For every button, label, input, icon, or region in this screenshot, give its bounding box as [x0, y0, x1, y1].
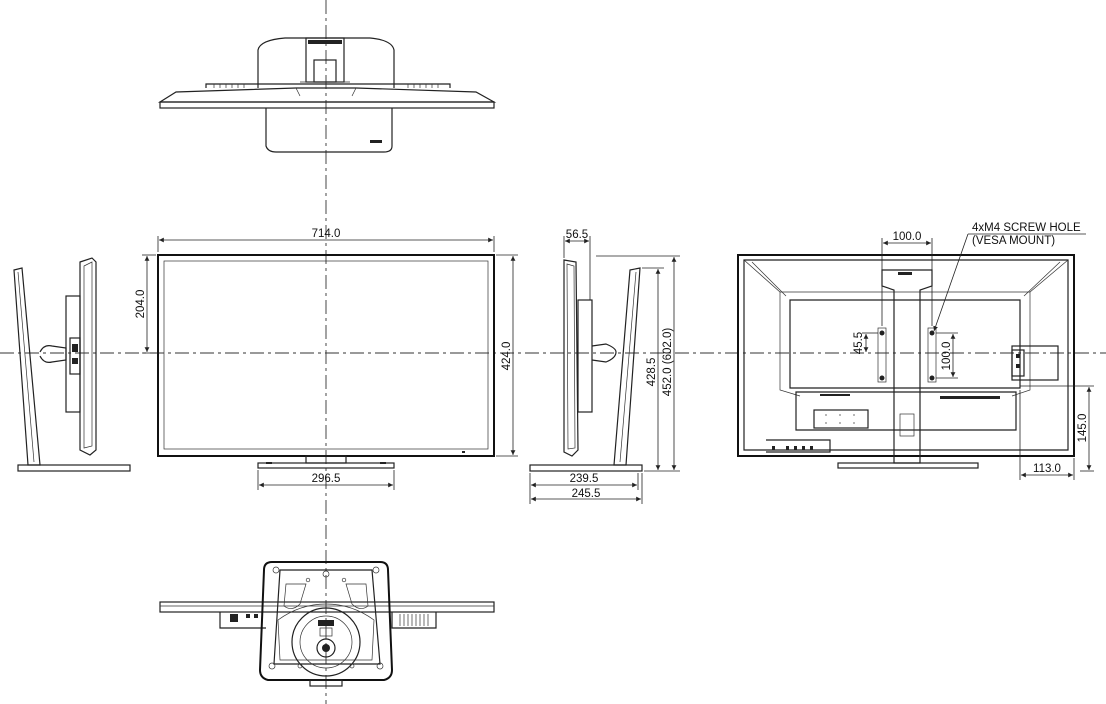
bottom-vent-slots [399, 614, 429, 626]
rear-view: 100.0 4xM4 SCREW HOLE (VESA MOUNT) 45.5 … [737, 222, 1094, 480]
front-view: 714.0 204.0 424.0 296.5 [135, 228, 518, 490]
dim-side-base-outer: 245.5 [572, 488, 601, 500]
dim-side-base-inner: 239.5 [570, 473, 599, 485]
turntable-outer [291, 607, 361, 677]
dim-side-depth-top: 56.5 [566, 229, 588, 241]
dim-vesa-offset: 45.5 [853, 332, 865, 354]
vesa-mount-note: (VESA MOUNT) [972, 235, 1055, 247]
dim-vesa-vertical: 100.0 [941, 342, 953, 371]
dim-top-to-center: 204.0 [135, 290, 147, 319]
vesa-hole-tr [929, 330, 935, 336]
right-side-view: 56.5 428.5 452.0 (602.0) 239.5 245.5 [529, 229, 680, 504]
vesa-hole-bl [879, 375, 885, 381]
top-view [157, 37, 497, 153]
rear-bottom-ports [772, 446, 813, 450]
vesa-hole-tl [879, 330, 885, 336]
vesa-hole-br [929, 375, 935, 381]
dim-stand-base-width: 296.5 [312, 473, 341, 485]
top-vent-slots [213, 84, 439, 88]
dim-front-width: 714.0 [312, 228, 341, 240]
dim-side-height-min: 428.5 [646, 358, 658, 387]
screw-hole-note: 4xM4 SCREW HOLE [972, 222, 1081, 234]
dim-side-height-range: 452.0 (602.0) [662, 328, 674, 397]
dim-vesa-horizontal: 100.0 [893, 231, 922, 243]
dim-front-height: 424.0 [501, 342, 513, 371]
bottom-view [159, 561, 495, 687]
dim-rear-offset-height: 145.0 [1077, 414, 1089, 443]
left-side-view [13, 257, 131, 472]
dim-rear-offset-width: 113.0 [1033, 463, 1061, 475]
